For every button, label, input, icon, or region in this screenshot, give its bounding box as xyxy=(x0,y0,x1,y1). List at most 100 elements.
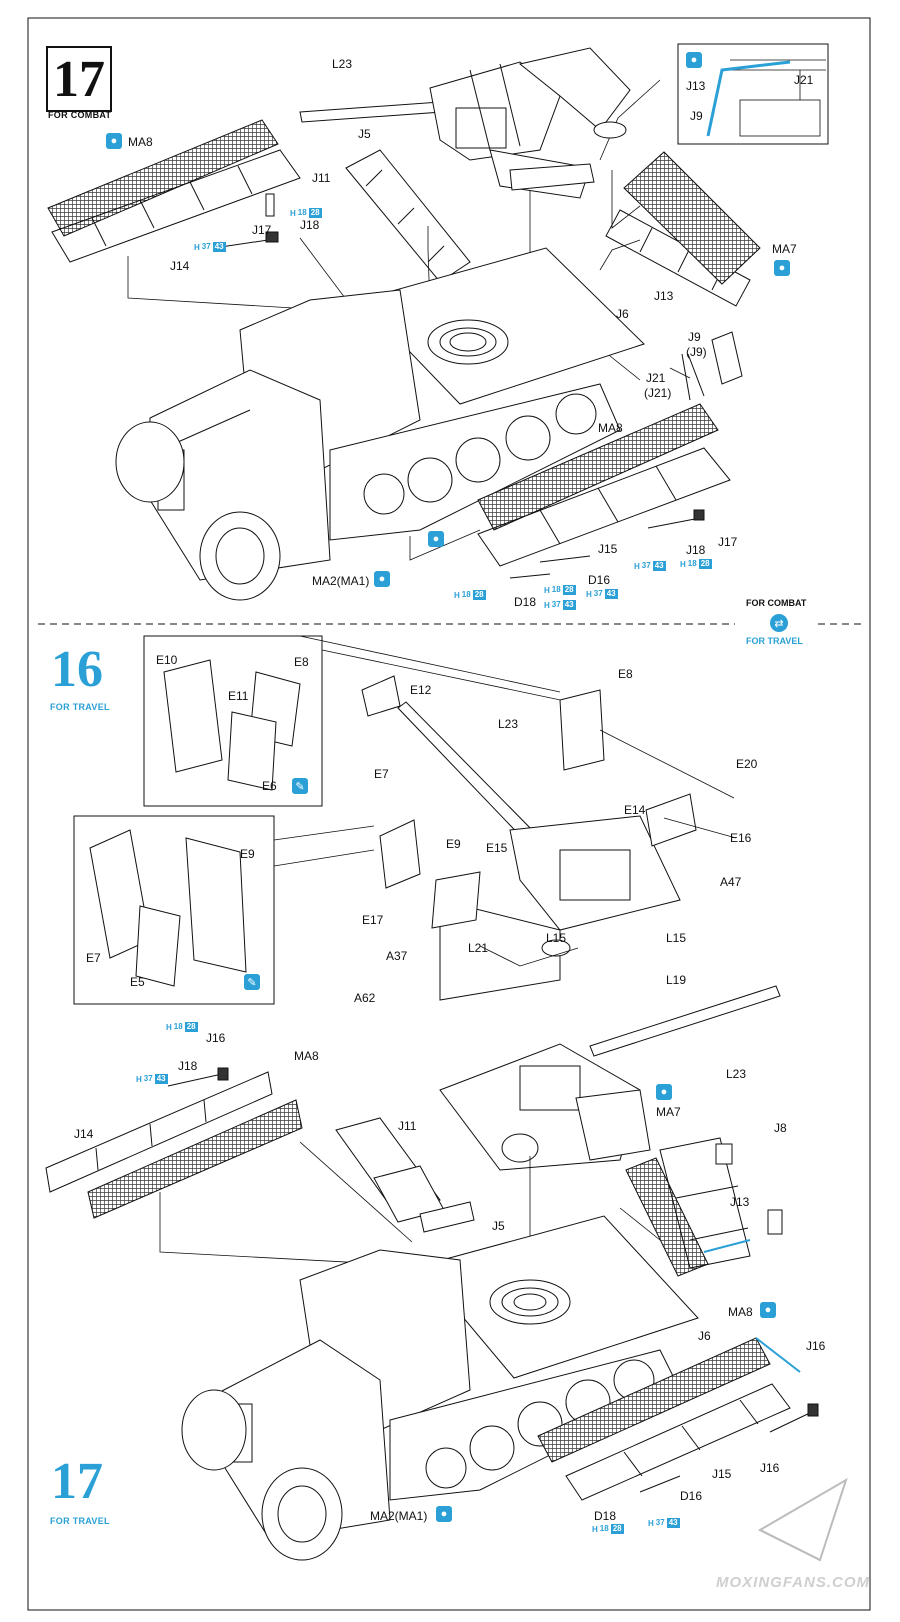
brackets-j8 xyxy=(715,1143,783,1235)
part-label-a37: A37 xyxy=(386,949,408,963)
part-label-e9: E9 xyxy=(446,837,461,851)
paint-drop-icon-inset: ● xyxy=(686,52,702,68)
part-label-a62: A62 xyxy=(354,991,376,1005)
detail-inset-top xyxy=(677,43,829,145)
part-label-j21-alt-top: (J21) xyxy=(644,386,672,400)
part-label-d16-top: D16 xyxy=(588,573,611,587)
part-label-j11-top: J11 xyxy=(312,171,331,185)
inset-label-e9: E9 xyxy=(240,847,255,861)
part-label-e6: E6 xyxy=(262,779,277,793)
part-label-j18-right: J18 xyxy=(686,543,706,557)
part-label-j13-top: J13 xyxy=(654,289,674,303)
part-label-j5-bottom: J5 xyxy=(492,1219,505,1233)
mesh-panel-ma8-top-left xyxy=(47,119,279,237)
part-label-j6-bottom: J6 xyxy=(698,1329,711,1343)
part-label-j16-bottom: J16 xyxy=(206,1031,226,1045)
switch-toggle-icon: ⇄ xyxy=(770,614,788,632)
road-wheels-top xyxy=(363,393,597,515)
switch-for-combat-label: FOR COMBAT xyxy=(746,598,807,608)
part-label-j6-top: J6 xyxy=(616,307,629,321)
rail-frame-j14-top xyxy=(51,149,301,263)
side-rail-j11-j5-top xyxy=(345,149,471,283)
part-label-ma8-left: MA8 xyxy=(128,135,153,149)
inset-label-e5: E5 xyxy=(130,975,145,989)
part-label-e8-inset: E8 xyxy=(294,655,309,669)
part-label-ma8-right: MA8 xyxy=(598,421,623,435)
part-label-ma7-bottom: MA7 xyxy=(656,1105,681,1119)
mesh-panel-ma8-bottom-right xyxy=(537,1337,771,1463)
switch-for-travel-label: FOR TRAVEL xyxy=(746,636,803,646)
paint-drop-icon-ma7-bottom: ● xyxy=(656,1084,672,1100)
mesh-panel-ma7-top xyxy=(623,151,761,285)
paint-drop-icon-ma2-bottom: ● xyxy=(436,1506,452,1522)
part-label-l23-mid: L23 xyxy=(498,717,519,731)
part-label-e8: E8 xyxy=(618,667,633,681)
part-label-e14: E14 xyxy=(624,803,646,817)
part-label-j15-top: J15 xyxy=(598,542,618,556)
part-label-j9-alt-top: (J9) xyxy=(686,345,707,359)
part-label-ma7-top: MA7 xyxy=(772,242,797,256)
watermark-text: MOXINGFANS.COM xyxy=(716,1574,871,1591)
part-label-e11: E11 xyxy=(228,689,249,703)
part-label-j17-right: J17 xyxy=(718,535,738,549)
mesh-panel-ma8-top-right xyxy=(477,403,719,531)
part-label-d18-bottom: D18 xyxy=(594,1509,617,1523)
step-caption-for-travel-17: FOR TRAVEL xyxy=(50,1516,110,1526)
watermark-logo xyxy=(757,1477,848,1562)
part-label-j18-top: J18 xyxy=(300,218,320,232)
part-label-a47: A47 xyxy=(720,875,742,889)
flak-gun-l23-combat xyxy=(299,47,631,199)
part-label-ma2-top: MA2(MA1) xyxy=(312,574,370,588)
rail-frame-j15-top xyxy=(477,447,731,567)
inset-label-e7: E7 xyxy=(86,951,101,965)
part-label-d18-top: D18 xyxy=(514,595,537,609)
paint-drop-icon-ma2-top: ● xyxy=(374,571,390,587)
stowage-boxes-j11-j5 xyxy=(335,1117,475,1233)
part-label-j21-top: J21 xyxy=(646,371,666,385)
flak-gun-l23-travel xyxy=(361,675,697,1001)
flak-gun-l23-stowed xyxy=(439,985,781,1171)
fittings-j9-j21 xyxy=(681,331,743,401)
paint-drop-icon-ma8-bottom: ● xyxy=(760,1302,776,1318)
part-label-e7: E7 xyxy=(374,767,389,781)
part-label-j16-b: J16 xyxy=(760,1461,780,1475)
part-label-j14-bottom: J14 xyxy=(74,1127,94,1141)
glue-icon-inset1: ✎ xyxy=(292,778,308,794)
part-label-l19: L19 xyxy=(666,973,687,987)
inset-label-j13: J13 xyxy=(686,79,706,93)
hardware-j17-j18 xyxy=(213,193,279,249)
part-label-e20: E20 xyxy=(736,757,758,771)
turntable-top xyxy=(427,319,509,365)
part-label-e15: E15 xyxy=(486,841,508,855)
part-label-ma2-bottom: MA2(MA1) xyxy=(370,1509,428,1523)
part-label-l21: L21 xyxy=(468,941,489,955)
hardware-d16-d18-top xyxy=(509,509,705,579)
step-number-17-travel: 17 xyxy=(51,1453,103,1510)
rail-frame-j14-bottom xyxy=(45,1071,273,1193)
part-label-e12: E12 xyxy=(410,683,432,697)
part-label-j11-bottom: J11 xyxy=(398,1119,417,1133)
front-wheel-bottom xyxy=(181,1389,343,1561)
paint-drop-icon-j15-top: ● xyxy=(428,531,444,547)
part-label-ma8-bottom-right: MA8 xyxy=(728,1305,753,1319)
inset-label-j9: J9 xyxy=(690,109,703,123)
part-label-j17-top: J17 xyxy=(252,223,272,237)
rail-frame-j15-bottom xyxy=(565,1383,791,1501)
rail-frame-j13-bottom xyxy=(659,1137,751,1269)
part-label-j5-top: J5 xyxy=(358,127,371,141)
part-label-j9-top: J9 xyxy=(688,330,701,344)
part-label-e16: E16 xyxy=(730,831,752,845)
part-label-l15: L15 xyxy=(546,931,567,945)
part-label-d16-bottom: D16 xyxy=(680,1489,703,1503)
part-label-j8: J8 xyxy=(774,1121,787,1135)
